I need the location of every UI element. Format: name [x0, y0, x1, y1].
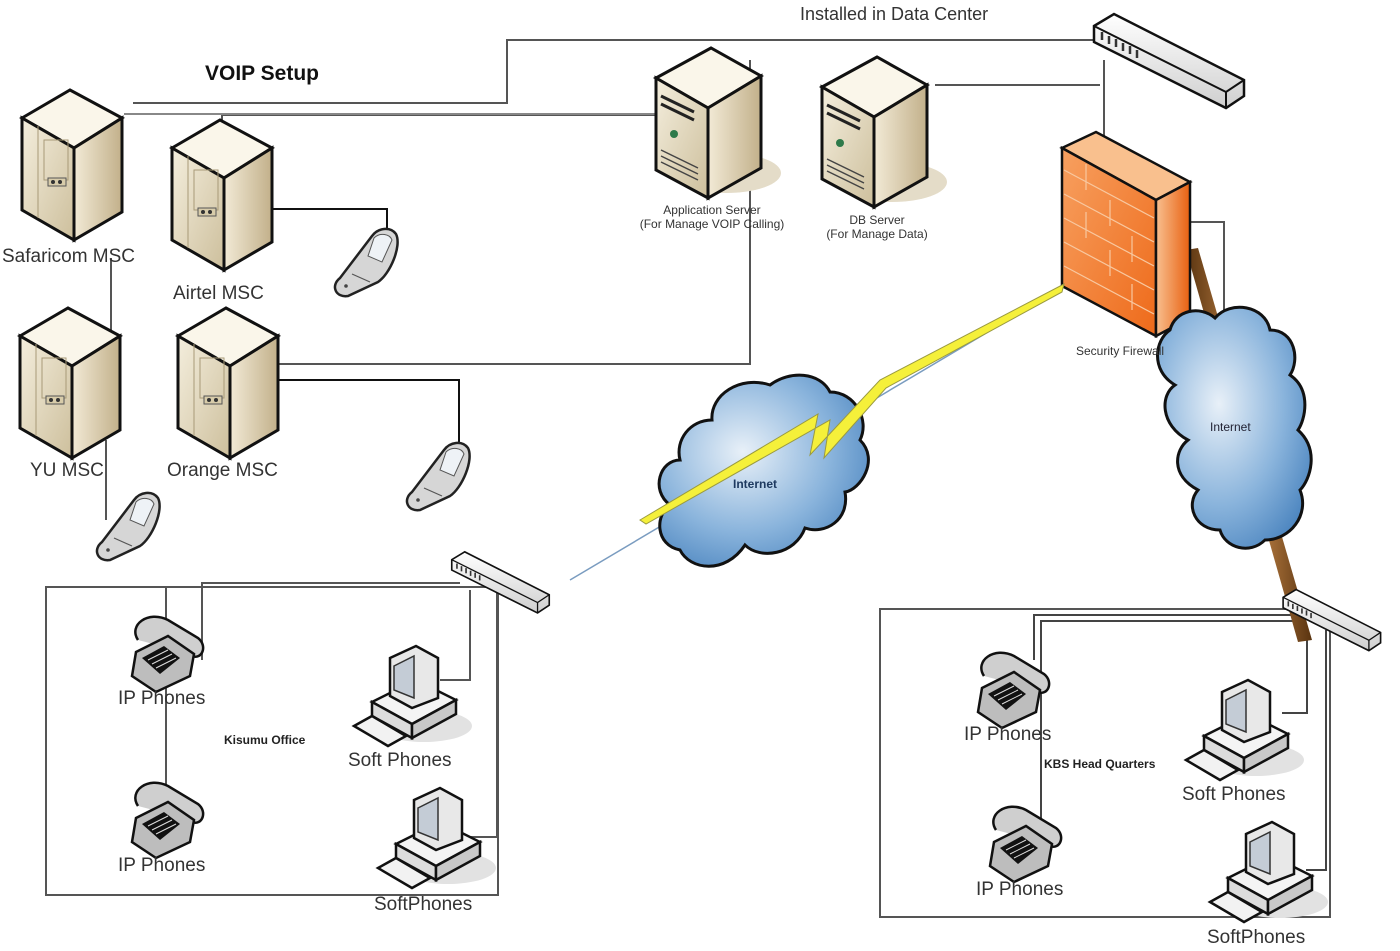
diagram-title: VOIP Setup	[205, 62, 319, 85]
hq-office-boundary	[879, 608, 1331, 918]
link-airtel-to-mobile	[272, 208, 388, 228]
hq-soft-phones-1-label: Soft Phones	[1182, 784, 1286, 805]
hq-soft-phone-1-icon	[1184, 678, 1306, 782]
hq-office-links	[1033, 614, 1327, 871]
airtel-msc-server-icon	[170, 118, 274, 272]
db-server-icon	[820, 55, 949, 209]
airtel-mobile-phone-icon	[333, 227, 399, 298]
hq-ip-phone-1-icon	[976, 651, 1051, 730]
link-orange-to-mobile	[276, 379, 460, 446]
db-server-label: DB Server (For Manage Data)	[812, 213, 942, 241]
hq-ip-phones-2-label: IP Phones	[976, 879, 1064, 900]
application-server-icon	[654, 46, 783, 200]
airtel-msc-label: Airtel MSC	[173, 283, 264, 304]
safaricom-msc-label: Safaricom MSC	[2, 246, 136, 267]
hq-office-label: KBS Head Quarters	[1044, 757, 1156, 771]
db-server-desc: (For Manage Data)	[826, 227, 928, 241]
internet-left-label: Internet	[733, 477, 778, 491]
db-server-name: DB Server	[849, 213, 905, 227]
kisumu-ip-phones-1-label: IP Phones	[118, 688, 206, 709]
datacenter-label: Installed in Data Center	[800, 4, 989, 24]
application-server-desc: (For Manage VOIP Calling)	[639, 217, 785, 231]
yu-msc-label: YU MSC	[30, 460, 104, 481]
application-server-label: Application Server (For Manage VOIP Call…	[630, 203, 794, 231]
hq-soft-phone-2-icon	[1208, 820, 1330, 924]
orange-msc-server-icon	[176, 306, 280, 460]
kisumu-soft-phones-2-label: SoftPhones	[374, 894, 473, 915]
link-firewall-to-cloud	[1190, 221, 1225, 310]
safaricom-msc-server-icon	[20, 88, 124, 242]
security-firewall-icon	[1059, 130, 1193, 339]
security-firewall-label: Security Firewall	[1076, 344, 1165, 358]
internet-right-label: Internet	[1210, 420, 1251, 434]
kisumu-switch-icon	[450, 551, 551, 614]
kisumu-ip-phone-1-icon	[130, 615, 205, 694]
kisumu-soft-phones-1-label: Soft Phones	[348, 750, 452, 771]
orange-mobile-phone-icon	[405, 441, 471, 512]
kisumu-soft-phone-1-icon	[352, 644, 474, 748]
orange-msc-label: Orange MSC	[167, 460, 278, 481]
datacenter-switch-icon	[1092, 12, 1246, 110]
lightning-bolt-icon	[639, 283, 1065, 525]
kisumu-office-label: Kisumu Office	[224, 733, 306, 747]
kisumu-ip-phones-2-label: IP Phones	[118, 855, 206, 876]
internet-cloud-right-icon	[1156, 305, 1313, 550]
hq-ip-phones-1-label: IP Phones	[964, 724, 1052, 745]
yu-msc-server-icon	[18, 306, 122, 460]
hq-soft-phones-2-label: SoftPhones	[1207, 927, 1306, 948]
kisumu-ip-phone-2-icon	[130, 781, 205, 860]
internet-cloud-left-icon	[657, 373, 870, 568]
application-server-name: Application Server	[663, 203, 761, 217]
hq-ip-phone-2-icon	[988, 805, 1063, 884]
link-safaricom-to-dc-switch	[133, 39, 1094, 104]
